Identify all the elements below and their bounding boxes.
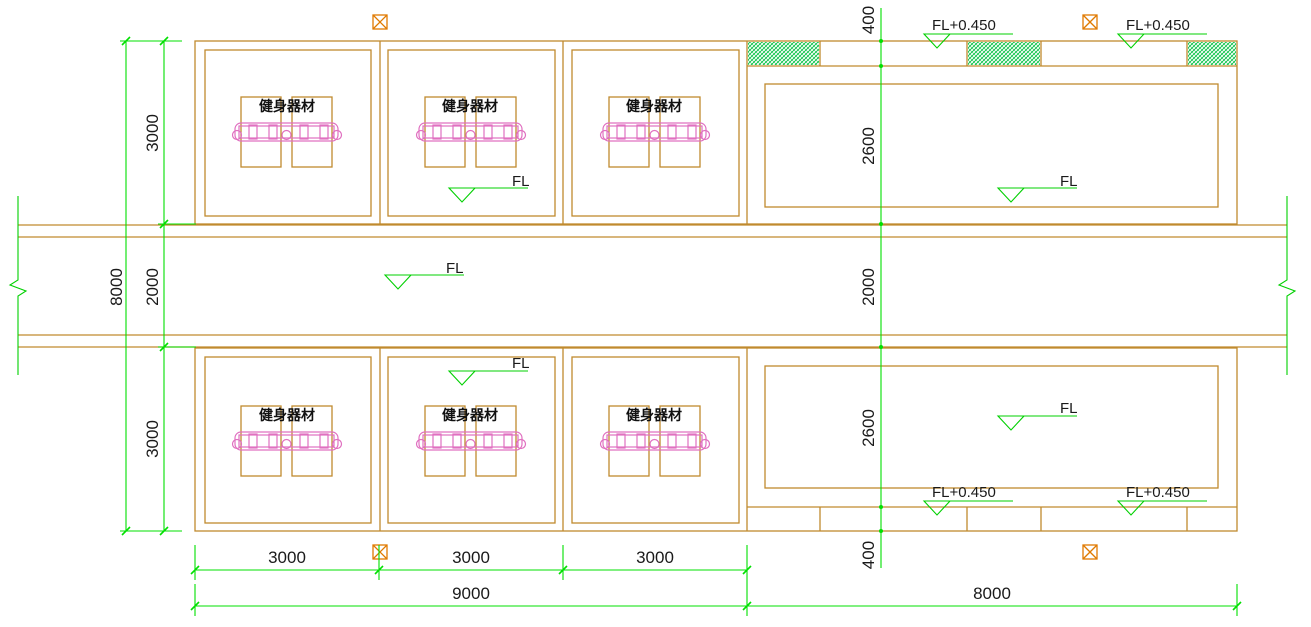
dim-room-height-top: 3000 — [143, 114, 162, 152]
level-marker-fl — [997, 415, 1078, 431]
level-marker-fl — [997, 187, 1078, 203]
dimension-lines — [120, 8, 1242, 616]
dim-hall-top: 2600 — [859, 127, 878, 165]
dim-strip-bottom: 400 — [859, 541, 878, 569]
dim-strip-top: 400 — [859, 6, 878, 34]
level-label-fl: FL — [1060, 400, 1078, 417]
dim-left-block: 9000 — [452, 584, 490, 603]
dim-right-block: 8000 — [973, 584, 1011, 603]
level-label-fl: FL — [512, 173, 530, 190]
equipment-label: 健身器材 — [626, 98, 682, 115]
dim-bay-2: 3000 — [452, 548, 490, 567]
dim-bay-3: 3000 — [636, 548, 674, 567]
dim-corridor-middle: 2000 — [859, 268, 878, 306]
level-label-fl: FL — [446, 260, 464, 277]
equipment-label: 健身器材 — [626, 407, 682, 424]
level-label-raised: FL+0.450 — [932, 17, 996, 34]
break-lines — [8, 196, 1297, 375]
level-marker-fl — [384, 274, 465, 290]
equipment-group-top: 健身器材 健身器材 健身器材 — [231, 96, 711, 168]
dim-hall-bottom: 2600 — [859, 409, 878, 447]
equipment-label: 健身器材 — [259, 98, 315, 115]
equipment-group-bottom: 健身器材 健身器材 健身器材 — [231, 405, 711, 477]
level-label-fl: FL — [1060, 173, 1078, 190]
dim-room-height-bottom: 3000 — [143, 420, 162, 458]
dim-bay-1: 3000 — [268, 548, 306, 567]
box-marker-icon — [372, 544, 388, 560]
equipment-label: 健身器材 — [259, 407, 315, 424]
level-label-raised: FL+0.450 — [932, 484, 996, 501]
level-marker-fl — [448, 370, 529, 386]
box-marker-icon — [1082, 544, 1098, 560]
walls — [18, 40, 1287, 532]
level-label-raised: FL+0.450 — [1126, 484, 1190, 501]
box-marker-icon — [372, 14, 388, 30]
level-label-raised: FL+0.450 — [1126, 17, 1190, 34]
equipment-label: 健身器材 — [442, 98, 498, 115]
level-markers: FL FL FL FL FL FL+0.450 FL+0.450 FL+0.45… — [384, 17, 1208, 516]
level-label-fl: FL — [512, 355, 530, 372]
level-marker-raised — [923, 500, 1014, 516]
level-marker-raised — [1117, 500, 1208, 516]
level-marker-fl — [448, 187, 529, 203]
hatched-planters — [748, 42, 1236, 65]
dimension-labels: 8000 3000 2000 3000 400 2600 2000 2600 4… — [107, 6, 1011, 603]
dim-corridor-left: 2000 — [143, 268, 162, 306]
box-marker-icon — [1082, 14, 1098, 30]
dim-overall-height: 8000 — [107, 268, 126, 306]
equipment-label: 健身器材 — [442, 407, 498, 424]
